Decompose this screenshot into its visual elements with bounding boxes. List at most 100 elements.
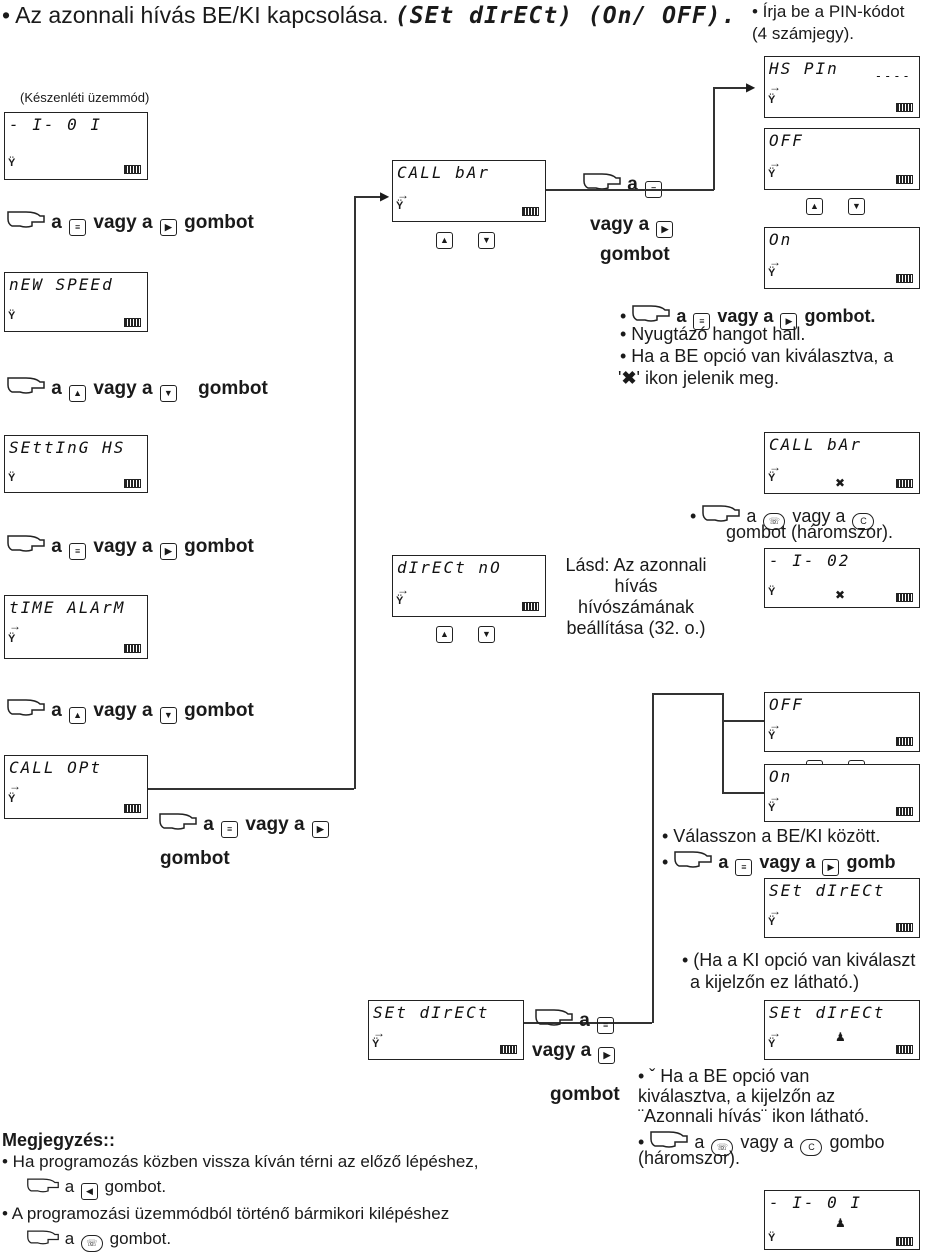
forward-arrow-icon: → xyxy=(769,1026,781,1040)
up-key-icon: ▲ xyxy=(436,626,453,643)
gombot-label: gombot xyxy=(550,1084,620,1105)
press-three-note: • a ☏ vagy a C xyxy=(690,500,876,530)
connector-line xyxy=(652,693,722,695)
be-option-note-2: '✖' ikon jelenik meg. xyxy=(618,368,780,388)
lcd-setting-hs: SEttInG HS Ÿ xyxy=(4,435,148,493)
step-menu-or-right: a ≡ vagy a ▶ gombot xyxy=(6,206,254,236)
menu-key-icon: ≡ xyxy=(221,821,239,838)
arrow-head-icon: ▶ xyxy=(380,189,390,203)
battery-icon xyxy=(896,175,913,184)
battery-icon xyxy=(896,479,913,488)
lcd-hs-pin: HS PIn ---- → Ÿ xyxy=(764,56,920,118)
hand-icon xyxy=(650,1131,689,1148)
end-key-icon: ☏ xyxy=(711,1139,734,1156)
battery-icon xyxy=(896,923,913,932)
battery-icon xyxy=(124,479,141,488)
battery-icon xyxy=(124,804,141,813)
battery-icon xyxy=(896,1045,913,1054)
header-line: • Az azonnali hívás BE/KI kapcsolása. (S… xyxy=(2,2,736,29)
hand-icon xyxy=(27,1230,59,1245)
battery-icon xyxy=(896,1237,913,1246)
right-key-icon: ▶ xyxy=(822,859,840,876)
note-line-4: a ☏ gombot. xyxy=(26,1226,171,1252)
step-up-or-down: a ▲ vagy a ▼ gombot xyxy=(6,372,268,402)
connector-line xyxy=(713,87,715,190)
menu-key-icon: ≡ xyxy=(69,543,87,560)
hand-icon xyxy=(159,813,197,830)
connector-line xyxy=(722,693,724,793)
battery-icon xyxy=(896,593,913,602)
confirm-note: • a ≡ vagy a ▶ gombot. xyxy=(620,300,875,330)
antenna-icon: Ÿ xyxy=(396,200,404,212)
pin-note-2: (4 számjegy). xyxy=(752,24,855,43)
antenna-icon: Ÿ xyxy=(768,168,776,180)
antenna-icon: Ÿ xyxy=(8,310,16,322)
connector-line xyxy=(722,720,764,722)
antenna-icon: Ÿ xyxy=(768,1232,776,1244)
standby-label: (Készenléti üzemmód) xyxy=(20,90,150,105)
c-key-icon: C xyxy=(800,1139,823,1156)
right-key-icon: ▶ xyxy=(159,543,177,560)
be2-note-1: • ˇ Ha a BE opció van xyxy=(638,1066,810,1086)
battery-icon xyxy=(896,103,913,112)
down-key-icon: ▼ xyxy=(159,385,177,402)
up-key-icon: ▲ xyxy=(69,385,87,402)
choose-note: • Válasszon a BE/KI között. xyxy=(662,826,881,846)
antenna-icon: Ÿ xyxy=(768,267,776,279)
antenna-icon: Ÿ xyxy=(768,94,776,106)
battery-icon xyxy=(124,165,141,174)
step-call-bar-press: a ≡ xyxy=(582,168,664,198)
battery-icon xyxy=(896,737,913,746)
hand-icon xyxy=(674,851,713,868)
step-up-or-down-2: a ▲ vagy a ▼ gombot xyxy=(6,694,254,724)
lcd-call-opt: CALL OPt → Ÿ xyxy=(4,755,148,819)
c-key-icon: C xyxy=(852,513,875,530)
forward-arrow-icon: → xyxy=(397,583,409,597)
connector-line xyxy=(148,788,354,790)
connector-line xyxy=(354,196,386,198)
lcd-call-bar-2: CALL bAr → Ÿ ✖ xyxy=(764,432,920,494)
forward-arrow-icon: → xyxy=(769,718,781,732)
choose-note-2: • a ≡ vagy a ▶ gomb xyxy=(662,846,895,876)
forward-arrow-icon: → xyxy=(373,1026,385,1040)
antenna-icon: Ÿ xyxy=(768,730,776,742)
step-menu-or-right-3: a ≡ vagy a ▶ xyxy=(158,808,331,838)
up-key-icon: ▲ xyxy=(69,707,87,724)
be2-note-4: • a ☏ vagy a C gombo xyxy=(638,1126,885,1156)
antenna-icon: Ÿ xyxy=(768,802,776,814)
up-key-icon: ▲ xyxy=(436,232,453,249)
connector-line xyxy=(524,1022,652,1024)
end-key-icon: ☏ xyxy=(763,513,786,530)
left-key-icon: ◀ xyxy=(80,1183,98,1200)
battery-icon xyxy=(124,318,141,327)
battery-icon xyxy=(896,807,913,816)
battery-icon xyxy=(896,274,913,283)
step-menu-or-right-2: a ≡ vagy a ▶ gombot xyxy=(6,530,254,560)
be2-note-5: (háromszor). xyxy=(638,1148,741,1168)
hand-icon xyxy=(632,305,671,322)
note-title: Megjegyzés:: xyxy=(2,1130,116,1150)
lcd-set-direct-3: SEt dIrECt → Ÿ ♟ xyxy=(764,1000,920,1060)
be2-note-2: kiválasztva, a kijelzőn az xyxy=(638,1086,836,1106)
right-key-icon: ▶ xyxy=(656,221,674,238)
lcd-on: On → Ÿ xyxy=(764,227,920,289)
right-key-icon: ▶ xyxy=(598,1047,616,1064)
note-line-1: • Ha programozás közben vissza kíván tér… xyxy=(2,1152,479,1171)
antenna-icon: Ÿ xyxy=(396,595,404,607)
antenna-icon: Ÿ xyxy=(8,157,16,169)
lcd-set-direct: SEt dIrECt → Ÿ xyxy=(368,1000,524,1060)
lcd-direct-no: dIrECt nO → Ÿ xyxy=(392,555,546,617)
press-three-note-2: gombot (háromszor). xyxy=(726,522,894,542)
right-key-icon: ▶ xyxy=(780,313,798,330)
hand-icon xyxy=(7,699,45,716)
connector-line xyxy=(722,792,764,794)
down-key-icon: ▼ xyxy=(848,198,865,215)
connector-line xyxy=(354,196,356,789)
antenna-icon: Ÿ xyxy=(8,793,16,805)
hand-icon xyxy=(27,1178,59,1193)
direct-call-icon: ✖ xyxy=(835,476,846,490)
lcd-new-speed: nEW SPEEd Ÿ xyxy=(4,272,148,332)
gombot-label: gombot xyxy=(160,848,230,869)
end-key-icon: ☏ xyxy=(80,1235,103,1252)
battery-icon xyxy=(522,207,539,216)
